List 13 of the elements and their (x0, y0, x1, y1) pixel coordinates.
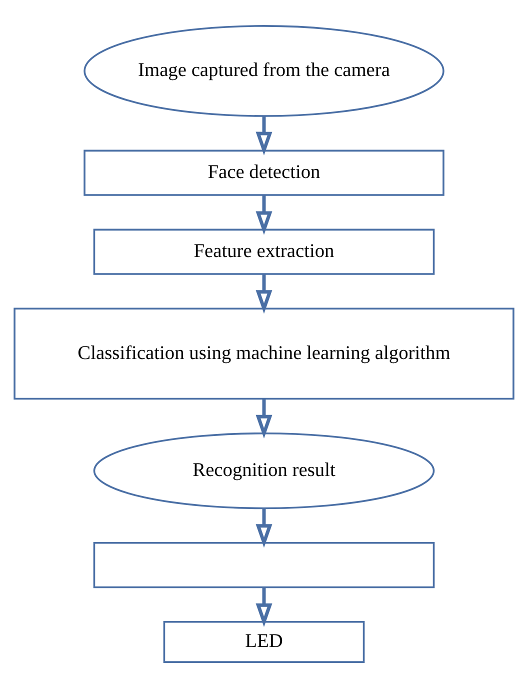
node-ellipse: Image captured from the camera (83, 24, 444, 116)
node-box: Face detection (83, 149, 444, 196)
arrow (255, 398, 272, 438)
arrow (255, 194, 272, 234)
arrow (255, 274, 272, 314)
node-box: Classification using machine learning algorithm (13, 307, 514, 400)
node-ellipse: Recognition result (92, 432, 434, 509)
node-box: Feature extraction (92, 228, 434, 274)
arrow (255, 508, 272, 548)
node-box (92, 541, 434, 588)
arrow (255, 116, 272, 155)
arrow (255, 586, 272, 626)
node-box: LED (162, 620, 364, 662)
